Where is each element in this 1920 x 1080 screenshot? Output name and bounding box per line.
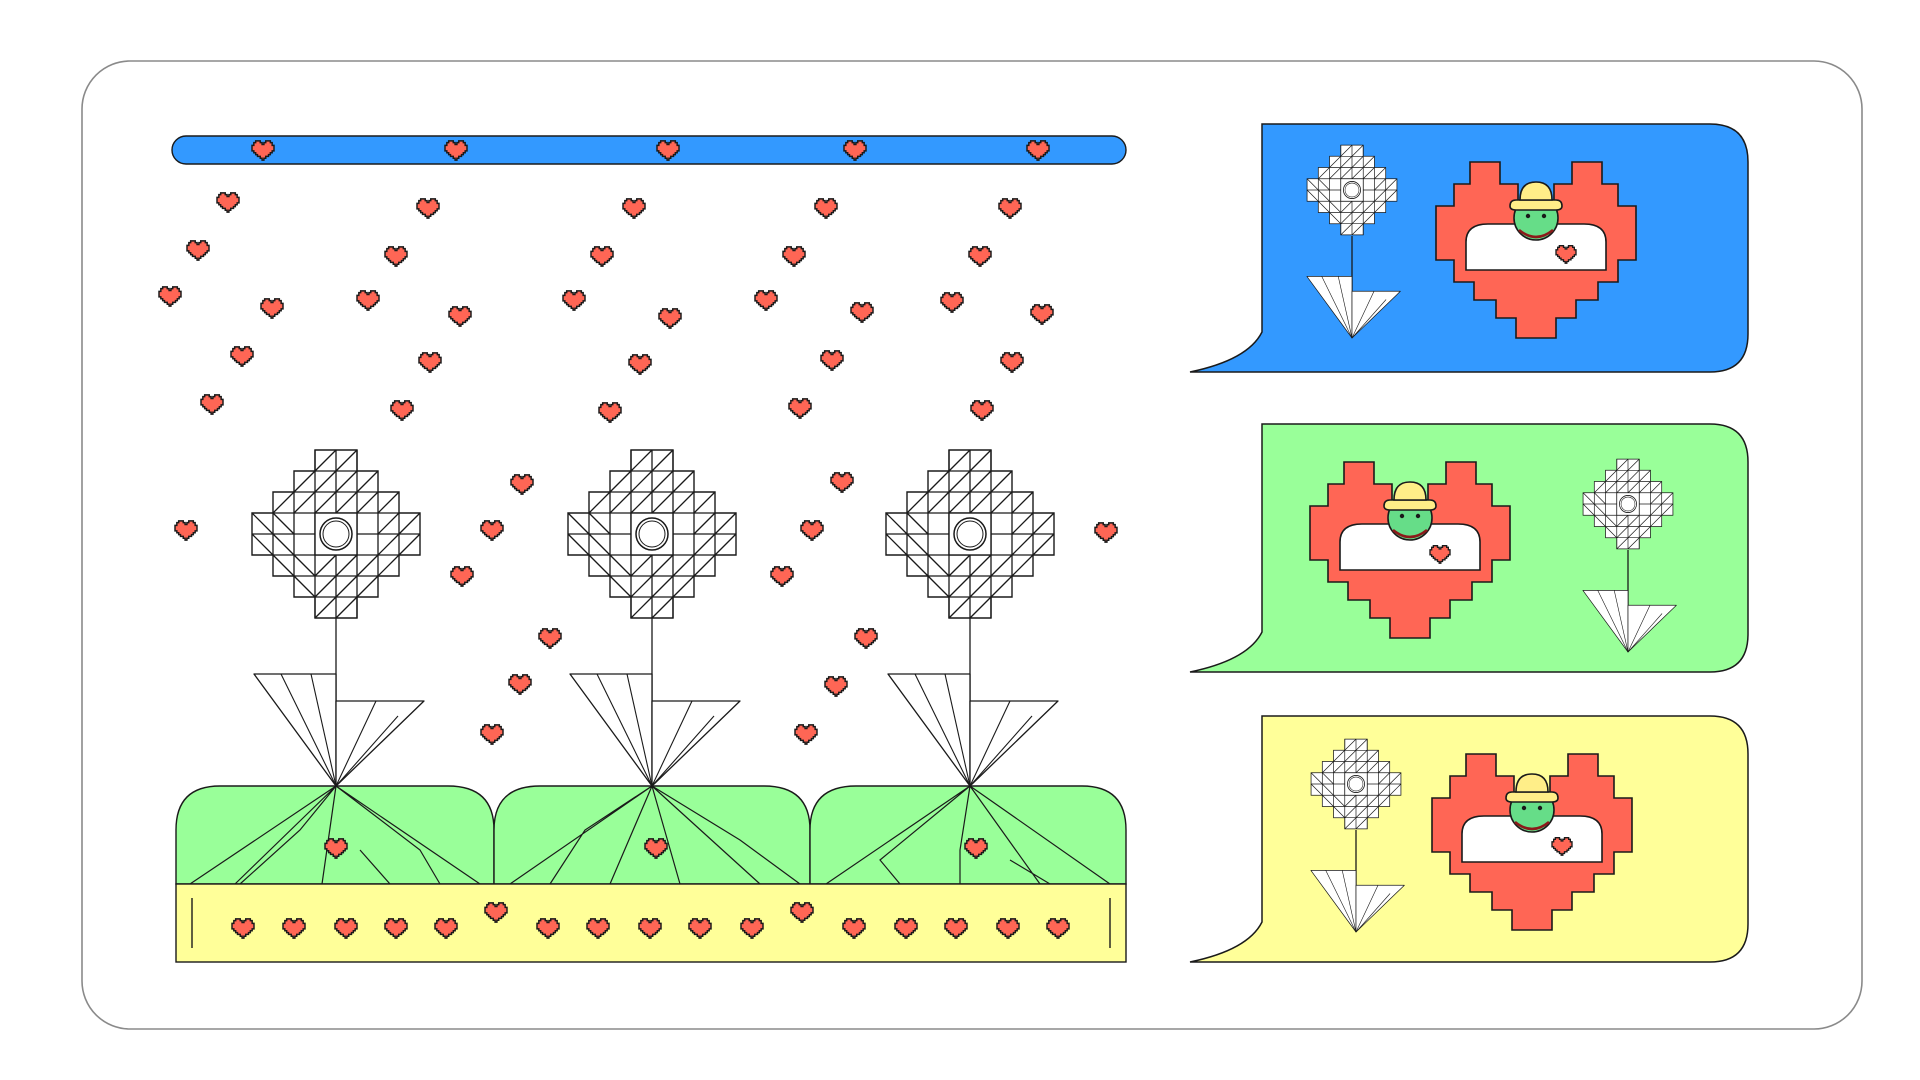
chat-bubble-blue [1189,123,1749,373]
chat-bubble-green [1189,423,1749,673]
planter-strip-marks [191,898,1111,948]
geometric-flower-icon [885,449,1059,787]
garden-flowers [251,449,1059,787]
geometric-flower-icon [567,449,741,787]
soil-mound-2 [493,785,811,885]
sky-bar [171,135,1127,165]
chat-bubble-yellow [1189,715,1749,963]
soil-mounds [175,785,1127,885]
soil-mound-1 [175,785,495,885]
geometric-flower-icon [251,449,425,787]
